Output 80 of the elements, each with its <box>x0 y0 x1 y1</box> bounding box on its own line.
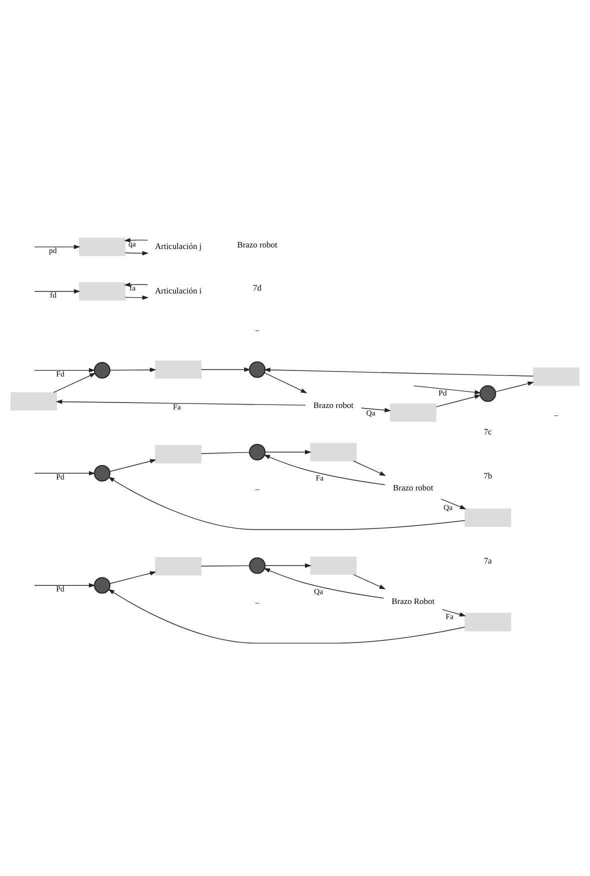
label: − <box>254 326 260 336</box>
label: Brazo robot <box>237 240 278 250</box>
edge-label: Qa <box>366 408 376 418</box>
edge-label: Fa <box>173 402 181 412</box>
arrow <box>436 390 482 408</box>
node-circle <box>480 385 496 402</box>
node-text: Articulación j <box>154 241 202 252</box>
arrow <box>110 368 156 372</box>
label: 7d <box>253 282 262 293</box>
arrow <box>495 381 534 392</box>
node-box <box>78 282 126 300</box>
arrow <box>108 588 466 644</box>
arrow <box>124 251 149 256</box>
edge-label: fa <box>130 284 136 293</box>
node-box <box>310 442 357 462</box>
edge-label: Fa <box>446 612 454 621</box>
edge-label: Fd <box>56 370 64 379</box>
node-text: Brazo robot <box>393 482 434 492</box>
label: − <box>254 484 260 494</box>
label: 7a <box>484 556 492 566</box>
edge-label: qa <box>128 239 136 248</box>
arrow <box>109 571 156 584</box>
node-text: Brazo robot <box>313 400 354 410</box>
node-box <box>390 403 436 422</box>
arrow <box>353 574 386 590</box>
arrow <box>414 385 482 399</box>
edge-label: fd <box>50 290 57 300</box>
arrow <box>124 295 149 300</box>
node-circle <box>94 464 110 482</box>
arrow <box>34 289 80 294</box>
node-text: Articulación i <box>154 286 202 296</box>
label: 7c <box>484 426 492 437</box>
arrow <box>264 563 312 568</box>
node-text: Brazo Robot <box>392 596 435 606</box>
arrow <box>34 244 80 250</box>
edge-label: Pd <box>56 472 64 482</box>
arrow <box>124 282 148 287</box>
arrow <box>200 367 251 372</box>
edge-label: Pd <box>438 388 447 398</box>
arrow <box>264 450 312 454</box>
edge-label: Pd <box>56 584 64 594</box>
arrow <box>264 568 384 598</box>
edge-label: Fa <box>316 473 324 482</box>
node-box <box>155 360 202 379</box>
node-box <box>532 368 580 386</box>
arrow <box>442 609 466 617</box>
node-box <box>10 392 58 410</box>
arrow <box>34 583 96 588</box>
node-box <box>310 556 357 575</box>
arrow <box>34 471 96 476</box>
arrow <box>108 476 466 530</box>
arrow <box>264 454 386 486</box>
edge-label: Qa <box>444 503 453 512</box>
node-box <box>155 445 202 464</box>
node-circle <box>249 557 266 574</box>
arrow <box>440 498 466 510</box>
node-circle <box>94 362 110 379</box>
arrow <box>264 368 534 376</box>
node-box <box>464 508 512 527</box>
node-circle <box>249 444 266 460</box>
arrow <box>109 459 156 472</box>
label: 7b <box>484 470 492 480</box>
node-box <box>464 612 512 632</box>
node-circle <box>94 577 110 594</box>
connector <box>200 452 250 454</box>
arrow <box>56 400 306 406</box>
arrow <box>53 372 96 393</box>
node-box <box>155 557 202 576</box>
arrow <box>34 368 96 378</box>
edge-label: pd <box>49 246 57 256</box>
arrow <box>124 238 148 242</box>
arrow <box>264 372 308 394</box>
edge-label: Qa <box>314 586 324 596</box>
label: − <box>254 598 260 608</box>
node-box <box>78 238 126 256</box>
arrow <box>353 460 386 476</box>
node-circle <box>249 361 266 378</box>
label: − <box>554 410 559 420</box>
connector <box>200 565 250 566</box>
arrow <box>360 408 392 412</box>
